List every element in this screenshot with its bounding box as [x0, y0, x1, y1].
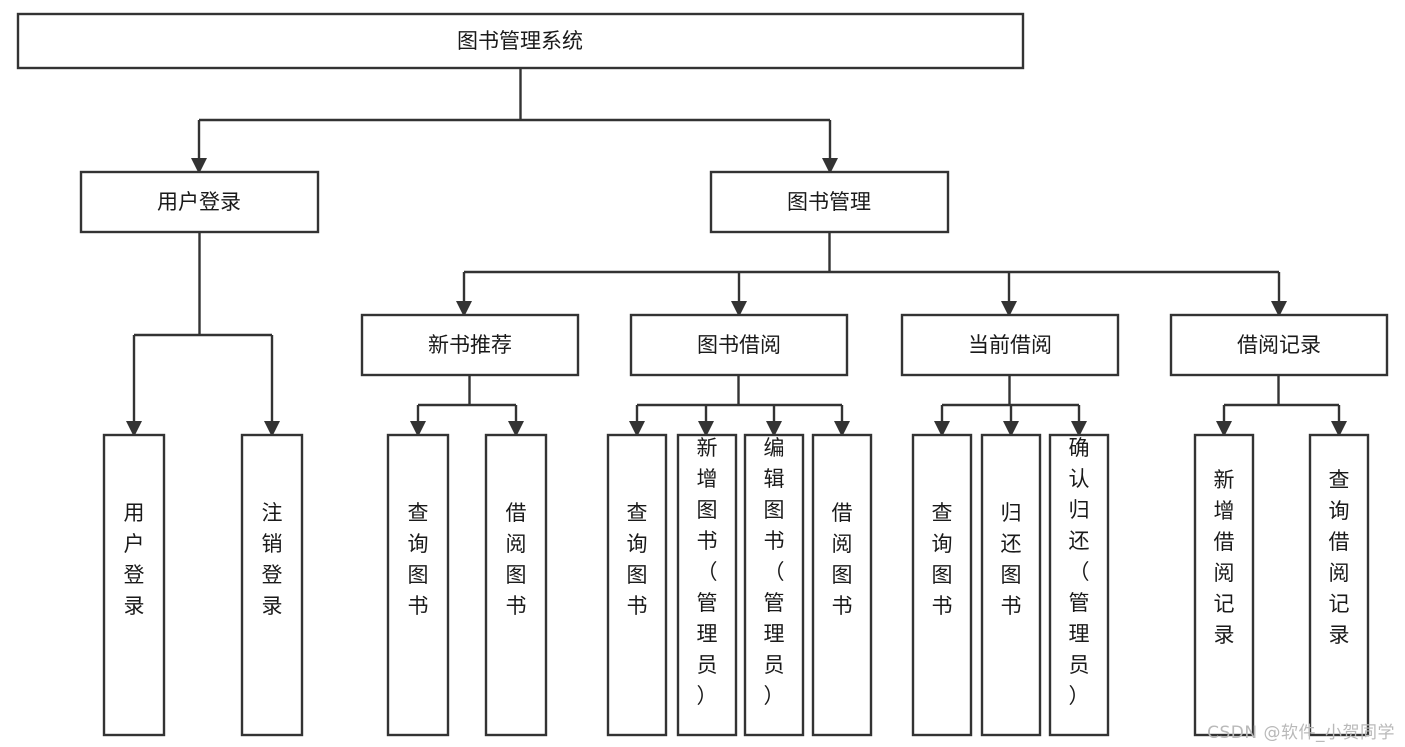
- node-leaf-query-book-b[interactable]: 查询图书: [606, 433, 668, 737]
- node-leaf-edit-book[interactable]: 编辑图书（管理员）: [743, 433, 805, 737]
- node-leaf-confirm-return[interactable]: 确认归还（管理员）: [1048, 433, 1110, 737]
- arrow-to-leaf-query-book-b: [629, 421, 645, 437]
- node-leaf-user-login-label: 用户登录: [124, 501, 145, 618]
- node-leaf-add-book-label: 新增图书（管理员）: [697, 436, 718, 708]
- arrow-to-leaf-edit-book: [766, 421, 782, 437]
- node-root[interactable]: 图书管理系统: [16, 12, 1025, 70]
- node-borrow-record-label: 借阅记录: [1237, 333, 1321, 357]
- node-leaf-user-login[interactable]: 用户登录: [102, 433, 166, 737]
- arrow-to-leaf-add-record: [1216, 421, 1232, 437]
- node-user-login[interactable]: 用户登录: [79, 170, 320, 234]
- node-leaf-return-book-label: 归还图书: [1001, 501, 1022, 618]
- arrow-to-leaf-query-book-a: [410, 421, 426, 437]
- arrow-root-to-user-login: [191, 158, 207, 174]
- arrow-to-leaf-add-book: [698, 421, 714, 437]
- node-leaf-logout[interactable]: 注销登录: [240, 433, 304, 737]
- node-book-borrow-label: 图书借阅: [697, 333, 781, 357]
- node-leaf-query-record[interactable]: 查询借阅记录: [1308, 433, 1370, 737]
- node-leaf-borrow-book-a-label: 借阅图书: [506, 501, 527, 618]
- node-leaf-confirm-return-label: 确认归还（管理员）: [1069, 436, 1090, 708]
- arrow-to-leaf-borrow-book-a: [508, 421, 524, 437]
- arrow-to-leaf-query-record: [1331, 421, 1347, 437]
- arrow-to-current-borrow: [1001, 301, 1017, 317]
- arrow-root-to-book-manage: [822, 158, 838, 174]
- node-leaf-borrow-book-b[interactable]: 借阅图书: [811, 433, 873, 737]
- arrow-to-leaf-logout: [264, 421, 280, 437]
- node-leaf-borrow-book-b-label: 借阅图书: [832, 501, 853, 618]
- node-leaf-return-book[interactable]: 归还图书: [980, 433, 1042, 737]
- node-leaf-logout-label: 注销登录: [262, 501, 283, 618]
- node-root-label: 图书管理系统: [457, 29, 583, 53]
- node-leaf-add-record[interactable]: 新增借阅记录: [1193, 433, 1255, 737]
- node-book-manage-label: 图书管理: [787, 190, 871, 214]
- arrow-to-leaf-user-login: [126, 421, 142, 437]
- arrow-to-leaf-return-book: [1003, 421, 1019, 437]
- arrow-to-leaf-borrow-book-b: [834, 421, 850, 437]
- node-leaf-query-book-a[interactable]: 查询图书: [386, 433, 450, 737]
- node-leaf-query-record-label: 查询借阅记录: [1329, 468, 1350, 647]
- arrow-to-new-book-rec: [456, 301, 472, 317]
- arrow-to-book-borrow: [731, 301, 747, 317]
- node-leaf-borrow-book-a[interactable]: 借阅图书: [484, 433, 548, 737]
- node-current-borrow[interactable]: 当前借阅: [900, 313, 1120, 377]
- node-leaf-edit-book-label: 编辑图书（管理员）: [764, 436, 785, 708]
- arrow-to-leaf-query-book-c: [934, 421, 950, 437]
- node-leaf-query-book-c[interactable]: 查询图书: [911, 433, 973, 737]
- node-current-borrow-label: 当前借阅: [968, 333, 1052, 357]
- connector-layer: [126, 68, 1347, 437]
- node-leaf-query-book-b-label: 查询图书: [627, 501, 648, 618]
- node-book-manage[interactable]: 图书管理: [709, 170, 950, 234]
- node-leaf-add-record-label: 新增借阅记录: [1214, 468, 1235, 647]
- node-new-book-rec-label: 新书推荐: [428, 333, 512, 357]
- node-book-borrow[interactable]: 图书借阅: [629, 313, 849, 377]
- node-borrow-record[interactable]: 借阅记录: [1169, 313, 1389, 377]
- node-leaf-add-book[interactable]: 新增图书（管理员）: [676, 433, 738, 737]
- node-leaf-query-book-c-label: 查询图书: [932, 501, 953, 618]
- arrow-to-borrow-record: [1271, 301, 1287, 317]
- node-user-login-label: 用户登录: [157, 190, 241, 214]
- arrow-to-leaf-confirm-return: [1071, 421, 1087, 437]
- node-leaf-query-book-a-label: 查询图书: [408, 501, 429, 618]
- node-new-book-rec[interactable]: 新书推荐: [360, 313, 580, 377]
